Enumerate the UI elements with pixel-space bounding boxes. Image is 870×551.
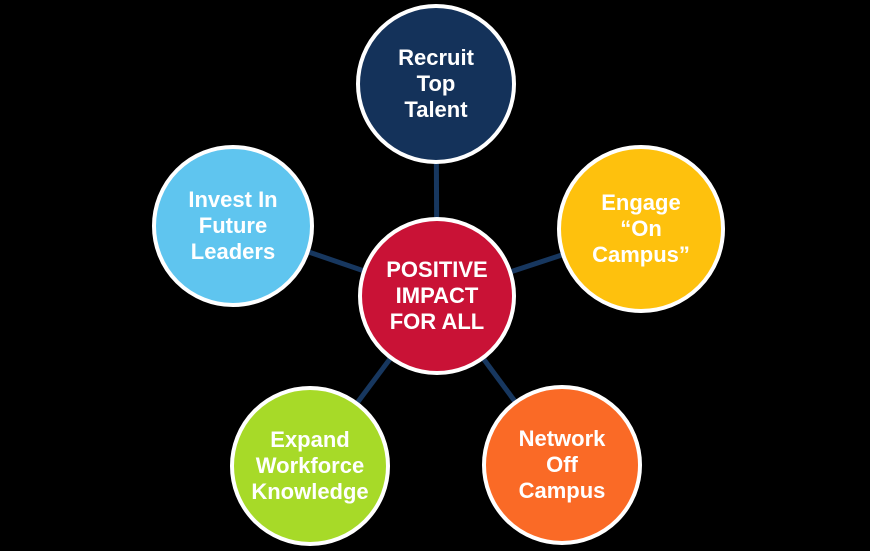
label-line: Engage — [601, 190, 681, 216]
node-positive-impact-hub: POSITIVE IMPACT FOR ALL — [358, 217, 516, 375]
label-line: Future — [198, 213, 268, 239]
label-line: Top — [416, 71, 456, 97]
node-engage-on-campus: Engage “On Campus” — [557, 145, 725, 313]
node-network-off-campus-label: Network Off Campus — [519, 426, 606, 504]
node-positive-impact-hub-label: POSITIVE IMPACT FOR ALL — [386, 257, 487, 335]
node-network-off-campus: Network Off Campus — [482, 385, 642, 545]
node-expand-workforce-knowledge: Expand Workforce Knowledge — [230, 386, 390, 546]
label-line: Network — [518, 426, 606, 452]
label-line: Recruit — [398, 45, 474, 71]
label-line: Workforce — [255, 453, 365, 479]
label-line: “On — [620, 216, 662, 242]
label-line: Talent — [404, 96, 468, 122]
node-engage-on-campus-label: Engage “On Campus” — [592, 190, 690, 268]
label-line: Off — [546, 452, 578, 478]
label-line: Campus — [518, 477, 606, 503]
node-invest-in-future-leaders: Invest In Future Leaders — [152, 145, 314, 307]
label-line: IMPACT — [395, 283, 479, 309]
node-recruit-top-talent-label: Recruit Top Talent — [398, 45, 474, 123]
node-invest-in-future-leaders-label: Invest In Future Leaders — [188, 187, 277, 265]
node-recruit-top-talent: Recruit Top Talent — [356, 4, 516, 164]
label-line: Expand — [270, 427, 350, 453]
label-line: FOR ALL — [389, 308, 485, 334]
label-line: Invest In — [188, 187, 278, 213]
label-line: Campus” — [592, 241, 690, 267]
label-line: Leaders — [190, 238, 276, 264]
label-line: POSITIVE — [386, 257, 488, 283]
label-line: Knowledge — [251, 478, 369, 504]
node-expand-workforce-knowledge-label: Expand Workforce Knowledge — [251, 427, 368, 505]
